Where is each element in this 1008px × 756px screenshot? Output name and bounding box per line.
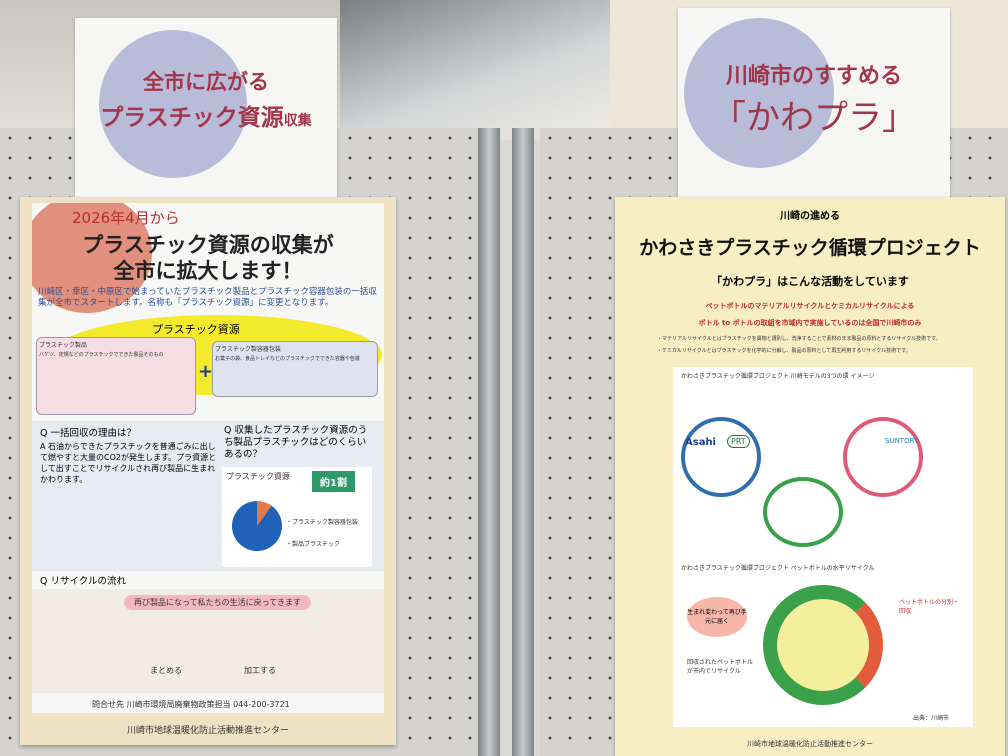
brand-suntory: SUNTORY (885, 437, 919, 445)
left-sign-line2: プラスチック資源 (100, 105, 284, 131)
diagram1-title: かわさきプラスチック循環プロジェクト 川崎モデルの3つの環 イメージ (681, 373, 875, 380)
pie-legend1: ・プラスチック製容器包装 (286, 519, 358, 526)
flow-banner: 再び製品になって私たちの生活に戻ってきます (124, 595, 311, 610)
note1: ・マテリアルリサイクルとはプラスチックを異物と選別し、洗浄することで素材のまま製… (657, 336, 941, 342)
note2: ・ケミカルリサイクルとはプラスチックを化学的に分解し、製品の原料として再生利用す… (657, 348, 911, 354)
pole-left (478, 128, 500, 756)
pie-title: プラスチック資源 (226, 472, 290, 481)
brand-prt: PRT (727, 435, 750, 448)
box2-desc: お菓子の袋、食品トレイなどのプラスチックでできた容器や包装 (215, 356, 360, 362)
a1: A 石油からできたプラスチックを普通ごみに出して燃やすと大量のCO2が発生します… (40, 442, 217, 484)
contact: 問合せ先 川崎市環境局廃棄物政策担当 044-200-3721 (92, 700, 290, 709)
red-line2: ボトル to ボトルの取組を市域内で実施しているのは全国で川崎市のみ (698, 319, 922, 327)
flow-step2: 加工する (244, 666, 276, 675)
right-title: かわさきプラスチック循環プロジェクト (639, 237, 981, 259)
left-sign-line3: 収集 (283, 113, 312, 129)
escalator (340, 0, 620, 130)
right-sign-line2: 「かわプラ」 (712, 98, 916, 138)
poster-title2: 全市に拡大します！ (113, 259, 303, 283)
left-sign: 全市に広がる プラスチック資源収集 (75, 18, 337, 198)
right-kicker: 川崎の進める (780, 211, 840, 222)
source: 出典：川崎市 (913, 715, 950, 722)
right-sign-line1: 川崎市のすすめる (725, 64, 902, 89)
q1: Q 一括回収の理由は？ (40, 428, 136, 439)
box1-label: プラスチック製品 (39, 342, 87, 349)
poster-intro: 川崎区・幸区・中原区で始まっていたプラスチック製品とプラスチック容器包装の一括収… (38, 287, 377, 308)
brand-asahi: Asahi (685, 437, 716, 448)
diagram2-title: かわさきプラスチック循環プロジェクト ペットボトルの水平リサイクル (681, 565, 875, 572)
right-sign: 川崎市のすすめる 「かわプラ」 (678, 8, 950, 198)
right-subtitle: 「かわプラ」はこんな活動をしています (711, 275, 909, 288)
poster-date: 2026年4月から (72, 209, 180, 227)
box1-desc: バケツ、定規などのプラスチックでできた製品そのもの (39, 352, 164, 358)
left-poster: 2026年4月から プラスチック資源の収集が 全市に拡大します！ 川崎区・幸区・… (20, 197, 396, 745)
right-poster: 川崎の進める かわさきプラスチック循環プロジェクト 「かわプラ」はこんな活動をし… (615, 197, 1005, 756)
pie-chart (232, 501, 282, 551)
pole-right (512, 128, 534, 756)
label-recycle: 回収されたペットボトルが市内でリサイクル (687, 659, 754, 675)
left-footer: 川崎市地球温暖化防止活動推進センター (126, 726, 289, 736)
flow-step1: まとめる (150, 666, 182, 675)
pie-badge: 約1割 (312, 471, 355, 492)
box2-label: プラスチック製容器包装 (215, 346, 281, 353)
right-footer: 川崎市地球温暖化防止活動推進センター (747, 740, 873, 748)
red-line1: ペットボトルのマテリアルリサイクルとケミカルリサイクルによる (705, 302, 915, 310)
q2: Q 収集したプラスチック資源のうち製品プラスチックはどのくらいあるの？ (224, 425, 368, 460)
bubble: 生まれ変わって再び手元に届く (687, 597, 747, 637)
left-sign-line1: 全市に広がる (143, 70, 269, 94)
section-title: プラスチック資源 (152, 323, 240, 336)
label-sort: ペットボトルの分別・回収 (899, 599, 960, 615)
q3: Q リサイクルの流れ (40, 576, 127, 587)
pie-legend2: ・製品プラスチック (286, 541, 340, 548)
poster-title1: プラスチック資源の収集が (82, 233, 334, 257)
